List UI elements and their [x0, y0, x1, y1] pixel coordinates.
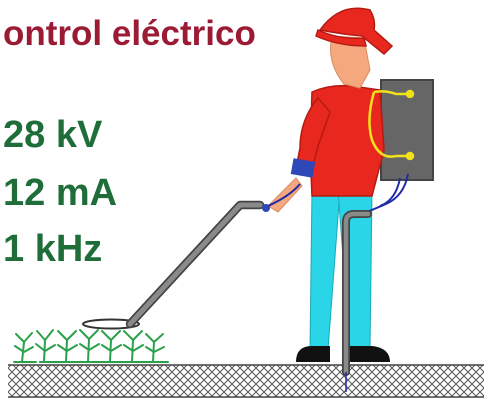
arm — [262, 96, 331, 213]
hat-icon — [315, 7, 394, 56]
electric-wand-icon — [82, 200, 265, 330]
voltage-label: 28 kV — [3, 114, 103, 156]
title-text: ontrol eléctrico — [3, 14, 256, 53]
ground-rod-icon — [342, 210, 372, 392]
harness-wires — [368, 89, 415, 161]
current-label: 12 mA — [3, 172, 118, 214]
frequency-label: 1 kHz — [3, 228, 103, 270]
weeds-icon — [13, 329, 169, 363]
soil-hatch-icon — [8, 364, 484, 398]
head — [330, 35, 371, 89]
shoes — [296, 346, 390, 362]
